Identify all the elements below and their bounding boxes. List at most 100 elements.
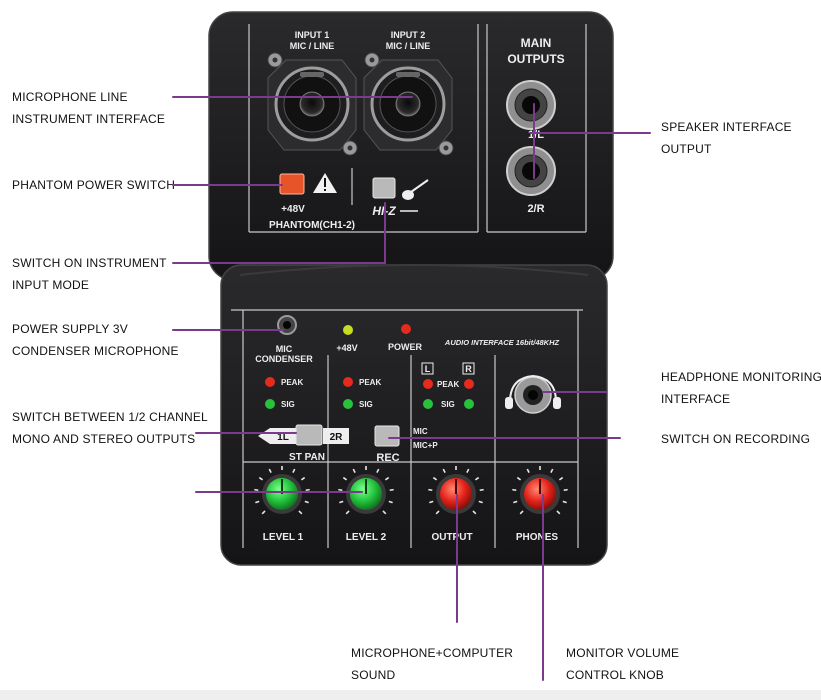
- main-outputs-label: MAIN: [521, 36, 552, 50]
- callout-mic-line-instrument: MICROPHONE LINE INSTRUMENT INTERFACE: [12, 86, 165, 130]
- callout-line: MICROPHONE+COMPUTER: [351, 646, 514, 660]
- phantom-power-button[interactable]: [279, 173, 305, 195]
- knob-tick: [339, 500, 344, 504]
- callout-line: SWITCH ON INSTRUMENT: [12, 256, 167, 270]
- out-right-peak-led: [464, 379, 474, 389]
- callout-line: CONTROL KNOB: [566, 668, 664, 682]
- bottom-band: [0, 690, 821, 700]
- knob-tick: [512, 488, 517, 492]
- callout-monitor-volume-knob: MONITOR VOLUME CONTROL KNOB: [566, 642, 679, 686]
- knob-tick: [268, 468, 272, 473]
- knob-tick: [550, 468, 554, 473]
- callout-power-supply-3v: POWER SUPPLY 3V CONDENSER MICROPHONE: [12, 318, 179, 362]
- main-output-jack-2r[interactable]: [506, 146, 556, 196]
- knob-tick: [428, 488, 433, 492]
- warning-icon: [313, 173, 337, 193]
- ch1-sig-label: SIG: [281, 400, 295, 409]
- led-48v: [343, 325, 353, 335]
- hiz-switch-button[interactable]: [372, 177, 396, 199]
- knob-tick: [513, 500, 518, 504]
- out-peak-label: PEAK: [437, 380, 459, 389]
- ch1-peak-led: [265, 377, 275, 387]
- rec-micp-label: MIC+P: [413, 441, 438, 450]
- input2-sublabel: MIC / LINE: [386, 41, 431, 51]
- ch2-sig-led: [343, 399, 353, 409]
- callout-line: INTERFACE: [661, 392, 731, 406]
- headphone-jack[interactable]: [514, 376, 552, 414]
- right-channel-label: R: [465, 364, 472, 374]
- knob-tick: [255, 500, 260, 504]
- knob-phones[interactable]: [520, 474, 560, 514]
- callout-phantom-power-switch: PHANTOM POWER SWITCH: [12, 174, 175, 196]
- knob-tick: [388, 500, 393, 504]
- out-left-peak-led: [423, 379, 433, 389]
- phantom-channel-label: PHANTOM(CH1-2): [269, 220, 355, 231]
- st-pan-switch[interactable]: 1L 2R: [258, 424, 349, 446]
- led-power: [401, 324, 411, 334]
- knob-tick: [305, 488, 310, 492]
- knob-level-2[interactable]: [346, 474, 386, 514]
- callout-line: SWITCH BETWEEN 1/2 CHANNEL: [12, 410, 208, 424]
- callout-line: SPEAKER INTERFACE: [661, 120, 792, 134]
- knob-tick: [435, 510, 440, 515]
- rec-switch-button[interactable]: [374, 425, 400, 447]
- ch2-peak-led: [343, 377, 353, 387]
- knob-tick: [526, 468, 530, 473]
- knob-tick: [292, 468, 296, 473]
- ch1-sig-led: [265, 399, 275, 409]
- guitar-icon: [402, 179, 429, 200]
- callout-instrument-input-mode: SWITCH ON INSTRUMENT INPUT MODE: [12, 252, 167, 296]
- callout-microphone-computer-sound: MICROPHONE+COMPUTER SOUND: [351, 642, 513, 686]
- knob-tick: [466, 468, 470, 473]
- knob-tick: [384, 476, 390, 481]
- knob-tick: [563, 488, 568, 492]
- ch2-sig-label: SIG: [359, 400, 373, 409]
- knob-tick: [432, 476, 438, 481]
- knob-tick: [300, 476, 306, 481]
- knob-tick: [479, 488, 484, 492]
- level2-label: LEVEL 2: [346, 532, 387, 543]
- knob-tick: [429, 500, 434, 504]
- knob-tick: [345, 510, 350, 515]
- phantom-48v-label: +48V: [281, 204, 305, 215]
- knob-tick: [472, 510, 477, 515]
- callout-line: PHANTOM POWER SWITCH: [12, 178, 176, 192]
- callout-line: POWER SUPPLY 3V: [12, 322, 128, 336]
- lower-panel: [231, 309, 583, 548]
- callout-switch-on-recording: SWITCH ON RECORDING: [661, 428, 810, 450]
- left-channel-label: L: [425, 364, 431, 374]
- knob-tick: [304, 500, 309, 504]
- knob-level-1[interactable]: [262, 474, 302, 514]
- combo-jack-input-2[interactable]: [363, 52, 454, 156]
- knob-tick: [562, 500, 567, 504]
- top-panel: [248, 24, 587, 233]
- callout-line: SWITCH ON RECORDING: [661, 432, 811, 446]
- out-sig-label: SIG: [441, 400, 455, 409]
- callout-line: HEADPHONE MONITORING: [661, 370, 821, 384]
- right-channel-box: [462, 362, 475, 375]
- input1-sublabel: MIC / LINE: [290, 41, 335, 51]
- led-48v-label: +48V: [336, 343, 357, 353]
- knob-tick: [516, 476, 522, 481]
- knob-tick: [298, 510, 303, 515]
- callout-line: MONO AND STEREO OUTPUTS: [12, 432, 196, 446]
- combo-jack-input-1[interactable]: [267, 52, 358, 156]
- headphone-icon: [505, 374, 561, 409]
- knob-output[interactable]: [436, 474, 476, 514]
- rec-label: REC: [376, 452, 399, 464]
- mic-condenser-jack[interactable]: [277, 315, 297, 335]
- output-label: OUTPUT: [431, 532, 472, 543]
- knob-tick: [558, 476, 564, 481]
- knob-tick: [382, 510, 387, 515]
- knob-tick: [376, 468, 380, 473]
- callout-mono-stereo-switch: SWITCH BETWEEN 1/2 CHANNEL MONO AND STER…: [12, 406, 208, 450]
- knob-tick: [338, 488, 343, 492]
- audio-interface-label: AUDIO INTERFACE 16bit/48KHZ: [444, 338, 560, 347]
- knob-tick: [556, 510, 561, 515]
- mic-condenser-label: MIC: [276, 344, 293, 354]
- main-output-jack-1l[interactable]: [506, 80, 556, 130]
- knob-tick: [519, 510, 524, 515]
- st-pan-2r: 2R: [330, 432, 344, 443]
- leader-lines: [172, 96, 651, 681]
